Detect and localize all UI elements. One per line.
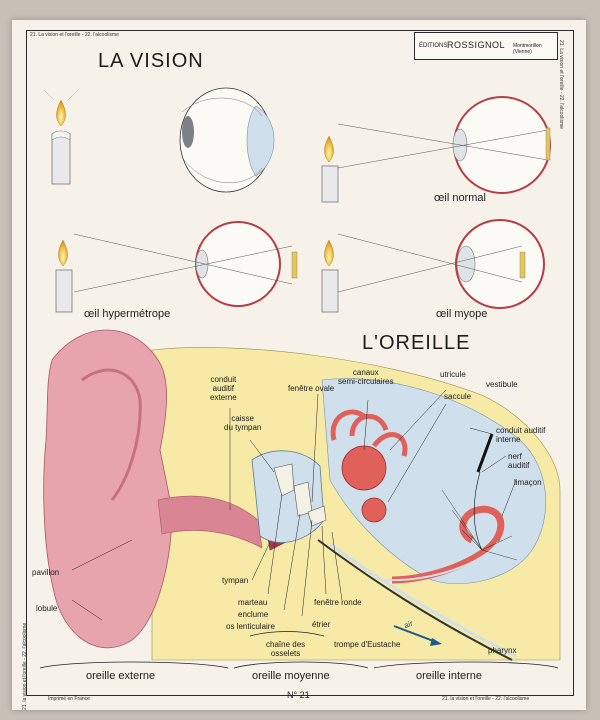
publisher-name: ROSSIGNOL — [447, 40, 506, 50]
region-oreille-externe: oreille externe — [86, 670, 156, 682]
label-nerf: nerf auditif — [508, 452, 530, 470]
label-saccule: saccule — [444, 392, 472, 401]
label-fenetre-ronde: fenêtre ronde — [314, 598, 362, 607]
label-conduit-externe: conduit auditif externe — [210, 375, 237, 402]
region-oreille-moyenne: oreille moyenne — [252, 670, 330, 682]
publisher-box: ÉDITIONS ROSSIGNOL Montmorillon (Vienne) — [414, 32, 558, 60]
poster-sheet: 21. La vision et l'oreille - 22. l'alcoo… — [12, 20, 586, 710]
label-trompe: trompe d'Eustache — [334, 640, 401, 649]
region-braces — [39, 631, 559, 669]
label-vestibule: vestibule — [486, 380, 518, 389]
ear-cross-section — [43, 329, 561, 661]
publisher-prefix: ÉDITIONS — [419, 43, 448, 49]
printed-in-france: Imprimé en France — [48, 696, 90, 702]
poster-number: N° 21 — [287, 690, 310, 700]
margin-note-top: 21. La vision et l'oreille - 22. l'alcoo… — [30, 32, 119, 38]
label-etrier: étrier — [312, 620, 331, 629]
label-fenetre-ovale: fenêtre ovale — [288, 384, 335, 393]
label-enclume: enclume — [238, 610, 269, 619]
vision-title: LA VISION — [98, 50, 204, 72]
hypermetrope-eye-diagram — [55, 221, 298, 313]
poster-frame — [26, 30, 574, 696]
ear-leader-lines — [71, 389, 517, 621]
ear-title: L'OREILLE — [362, 332, 471, 354]
label-normal-eye: œil normal — [434, 192, 486, 204]
label-caisse-tympan: caisse du tympan — [224, 414, 262, 432]
region-oreille-interne: oreille interne — [416, 670, 483, 682]
margin-note-left: 21. la vision et l'oreille - 22. l'alcoo… — [22, 622, 28, 710]
label-utricule: utricule — [440, 370, 466, 379]
eyeball-illustration — [179, 87, 275, 193]
illustration-canvas — [39, 87, 561, 669]
label-os-lenticulaire: os lenticulaire — [226, 622, 275, 631]
label-conduit-interne: conduit auditif interne — [496, 426, 546, 444]
label-limacon: limaçon — [514, 478, 542, 487]
label-lobule: lobule — [36, 604, 58, 613]
label-chaine-osselets: chaîne des osselets — [266, 640, 306, 658]
margin-note-bottom: 21. la vision et l'oreille - 22. l'alcoo… — [442, 696, 530, 702]
label-myope-eye: œil myope — [436, 308, 488, 320]
label-pavillon: pavillon — [32, 568, 60, 577]
label-hypermetrope-eye: œil hypermétrope — [84, 308, 171, 320]
myope-eye-diagram — [321, 219, 545, 313]
label-canaux: canaux semi-circulaires — [338, 368, 394, 386]
normal-eye-diagram — [321, 96, 551, 203]
margin-note-right: 21. La vision et l'oreille - 22. l'alcoo… — [558, 40, 564, 129]
candle-illustration — [43, 89, 79, 185]
label-tympan: tympan — [222, 576, 249, 585]
publisher-city: Montmorillon (Vienne) — [513, 43, 542, 55]
label-pharynx: pharynx — [488, 646, 517, 655]
label-marteau: marteau — [238, 598, 268, 607]
